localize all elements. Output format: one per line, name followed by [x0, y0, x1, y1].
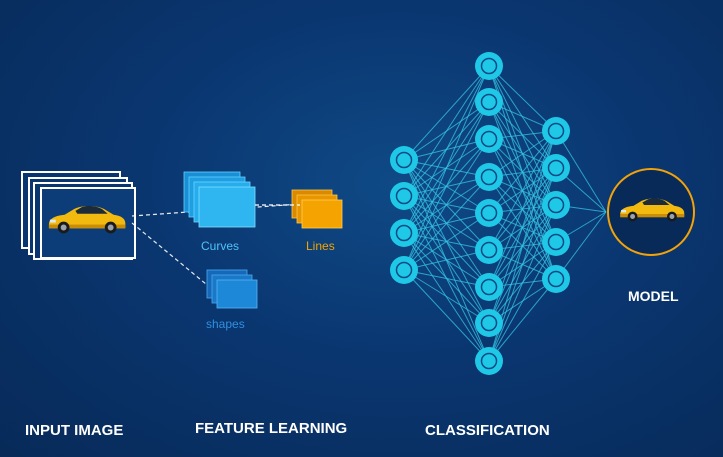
- node-layer2-7: [475, 273, 503, 301]
- connection-l1-8-2: [488, 204, 557, 362]
- classification-label: CLASSIFICATION: [425, 422, 550, 439]
- node-layer2-5: [475, 199, 503, 227]
- connection-l0-3-3: [403, 176, 490, 271]
- node-layer3-4: [542, 228, 570, 256]
- node-layer2-8: [475, 309, 503, 337]
- node-layer2-9: [475, 347, 503, 375]
- network-connections: [403, 65, 607, 362]
- model-output: [607, 168, 695, 256]
- connection-l0-3-0: [403, 65, 490, 271]
- curves-label: Curves: [201, 239, 239, 253]
- node-layer3-3: [542, 191, 570, 219]
- node-layer2-3: [475, 125, 503, 153]
- node-layer2-4: [475, 163, 503, 191]
- connection-l0-3-7: [403, 269, 490, 324]
- shapes-label: shapes: [206, 317, 245, 331]
- connection-l0-2-0: [403, 65, 490, 234]
- connection-l1-8-3: [488, 241, 557, 362]
- lines-label: Lines: [306, 239, 335, 253]
- lines-feature-maps: [291, 189, 343, 229]
- connection-l1-6-0: [488, 130, 557, 288]
- input-image-stack: [21, 171, 136, 260]
- node-layer1-2: [390, 182, 418, 210]
- node-layer3-1: [542, 117, 570, 145]
- node-layer1-4: [390, 256, 418, 284]
- node-layer2-6: [475, 236, 503, 264]
- connection-l0-3-5: [403, 249, 490, 271]
- network-nodes: [390, 52, 570, 375]
- connection-l1-0-0: [488, 65, 557, 132]
- shapes-feature-maps: [206, 269, 258, 309]
- connection-l0-3-4: [403, 212, 490, 271]
- feature-learning-label: FEATURE LEARNING: [195, 420, 347, 437]
- connection-l2-0-0: [555, 130, 607, 213]
- connection-l1-5-0: [488, 130, 557, 251]
- connection-l1-8-4: [488, 278, 557, 362]
- node-layer1-1: [390, 146, 418, 174]
- node-layer3-5: [542, 265, 570, 293]
- model-label: MODEL: [628, 288, 679, 304]
- connection-l0-3-6: [403, 269, 490, 288]
- connection-l0-3-8: [403, 269, 490, 362]
- connection-l0-3-2: [403, 138, 490, 271]
- connection-l1-4-0: [488, 130, 557, 214]
- node-layer3-2: [542, 154, 570, 182]
- node-layer2-2: [475, 88, 503, 116]
- curves-feature-maps: [183, 171, 256, 228]
- node-layer1-3: [390, 219, 418, 247]
- connection-l0-3-1: [403, 101, 490, 271]
- connection-l0-1-0: [403, 65, 490, 197]
- node-layer2-1: [475, 52, 503, 80]
- connection-l0-0-0: [403, 65, 490, 161]
- input-image-label: INPUT IMAGE: [25, 422, 123, 439]
